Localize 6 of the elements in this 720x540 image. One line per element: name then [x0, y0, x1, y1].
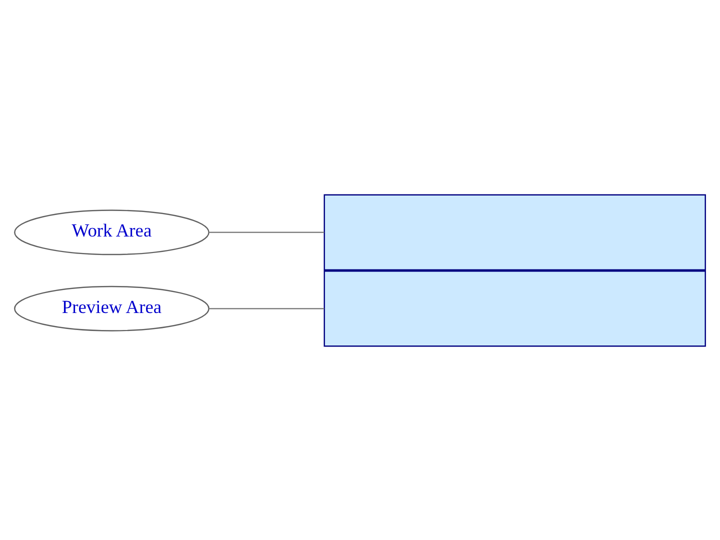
node-ellipse: Preview Area: [14, 285, 210, 331]
connector: [208, 307, 324, 309]
node-ellipse: Work Area: [14, 209, 210, 255]
node-box: [324, 194, 706, 270]
connector: [208, 231, 324, 233]
node-box: [324, 270, 706, 346]
